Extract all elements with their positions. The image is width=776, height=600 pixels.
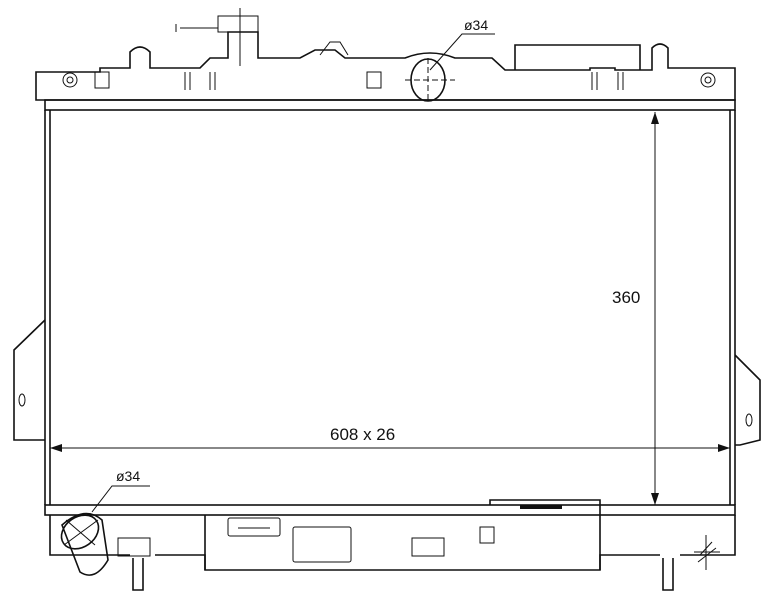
- core-size-label: 608 x 26: [330, 425, 395, 444]
- top-outlet-diameter-label: ø34: [464, 17, 488, 33]
- top-outlet-pipe: [405, 58, 455, 102]
- bottom-tank: [49, 499, 736, 591]
- side-brackets: [13, 319, 761, 446]
- dimension-lines: [50, 33, 730, 513]
- core: [44, 99, 736, 516]
- top-tank: [35, 8, 736, 101]
- bottom-outlet-pipe: [60, 512, 109, 576]
- bottom-outlet-diameter-label: ø34: [116, 468, 140, 484]
- core-height-label: 360: [612, 288, 640, 307]
